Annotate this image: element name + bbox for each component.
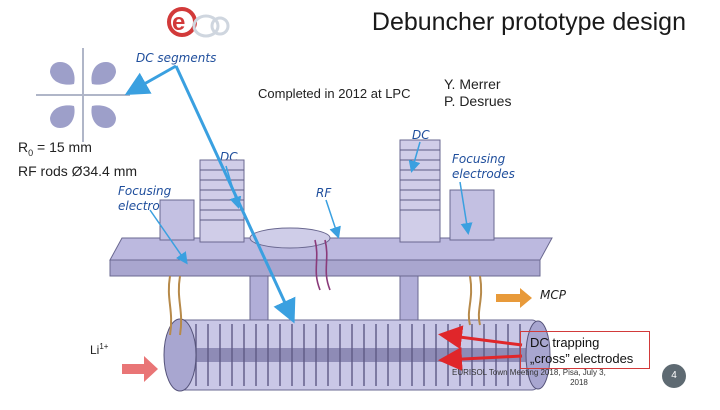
page-number-badge: 4	[662, 364, 686, 388]
rf-rods-label: RF rods Ø34.4 mm	[18, 163, 138, 179]
focusing-left-arrow	[149, 209, 188, 265]
dc-top-arrow	[408, 141, 421, 173]
quadrupole-cross-section-icon	[28, 40, 138, 150]
dc-trapping-arrow-1	[438, 325, 523, 350]
footer-text: EURISOL Town Meeting 2018, Pisa, July 3,…	[452, 368, 606, 388]
dc-top-label: DC	[412, 128, 430, 142]
svg-text:e: e	[172, 9, 185, 36]
rf-label: RF	[316, 186, 332, 200]
li-main: Li	[90, 343, 100, 357]
dc-trapping-line-1: DC trapping	[530, 335, 600, 350]
rf-arrow	[325, 199, 341, 239]
footer-line-2: 2018	[570, 378, 588, 387]
dc-left-arrow	[225, 165, 242, 209]
dc-trapping-callout	[520, 331, 650, 369]
footer-line-1: EURISOL Town Meeting 2018, Pisa, July 3,	[452, 368, 606, 377]
mcp-label: MCP	[540, 288, 566, 302]
mcp-arrow	[496, 288, 532, 308]
li-sup: 1+	[99, 342, 109, 351]
li-beam-arrow	[122, 356, 158, 382]
r0-label: R0 = 15 mm	[18, 139, 92, 158]
author-2: P. Desrues	[444, 93, 512, 109]
r0-main: R	[18, 139, 29, 155]
dc-trapping-line-2: „cross” electrodes	[530, 351, 634, 366]
dc-trapping-label: DC trapping „cross” electrodes	[530, 335, 633, 367]
r0-rest: = 15 mm	[33, 139, 92, 155]
focusing-electrodes-right-label: Focusing electrodes	[452, 152, 515, 182]
slide-title: Debuncher prototype design	[371, 8, 686, 36]
focusing-right-arrow	[459, 181, 473, 235]
completed-label: Completed in 2012 at LPC	[258, 86, 411, 101]
focusing-right-line-1: Focusing	[452, 152, 506, 166]
dc-segments-label: DC segments	[136, 51, 217, 65]
li-ion-label: Li1+	[90, 342, 108, 357]
authors: Y. Merrer P. Desrues	[444, 76, 511, 110]
author-1: Y. Merrer	[444, 76, 501, 92]
dc-trapping-arrow-2	[438, 347, 523, 372]
focusing-left-line-1: Focusing	[118, 184, 172, 198]
lpc-logo: e	[160, 4, 230, 40]
r0-sub: 0	[28, 147, 34, 158]
dc-segments-arrow-to-icon	[124, 64, 177, 95]
focusing-right-line-2: electrodes	[452, 167, 515, 181]
